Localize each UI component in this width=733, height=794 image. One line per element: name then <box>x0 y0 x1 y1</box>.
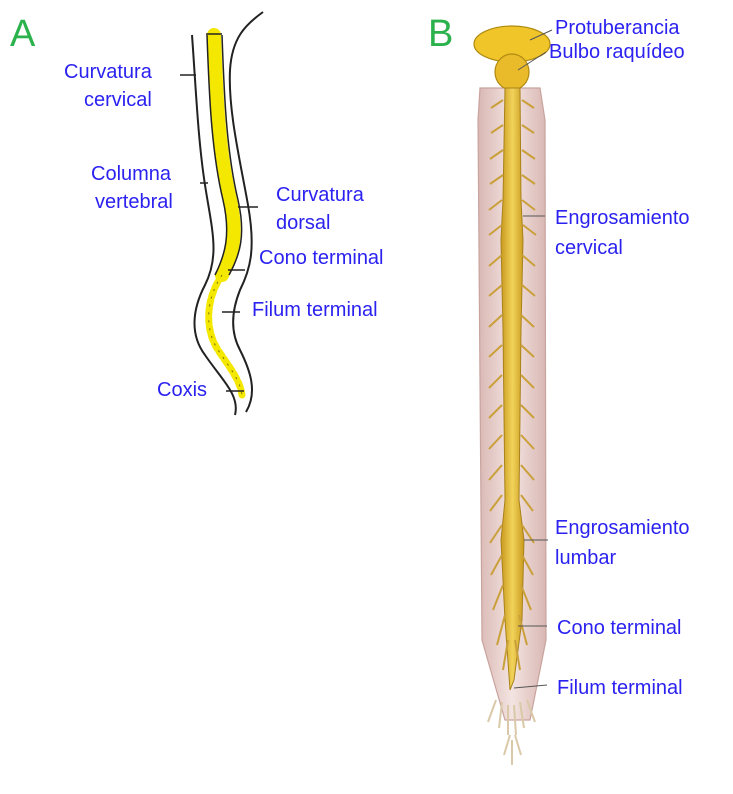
label-filum-terminal-a: Filum terminal <box>252 298 378 322</box>
label-curvatura-cervical-line1: Curvatura <box>64 60 152 84</box>
label-curvatura-dorsal-line2: dorsal <box>276 211 330 235</box>
label-engrosamiento-cervical-line1: Engrosamiento <box>555 206 690 230</box>
label-filum-terminal-b: Filum terminal <box>557 676 683 700</box>
label-bulbo-raquideo: Bulbo raquídeo <box>549 40 685 64</box>
spinal-cord-b <box>501 88 524 690</box>
label-curvatura-cervical-line2: cervical <box>84 88 152 112</box>
bulbo-shape <box>495 54 529 90</box>
label-coxis: Coxis <box>157 378 207 402</box>
label-engrosamiento-lumbar-line1: Engrosamiento <box>555 516 690 540</box>
label-engrosamiento-cervical-line2: cervical <box>555 236 623 260</box>
panel-b-diagram <box>474 26 552 765</box>
label-columna-vertebral-line1: Columna <box>91 162 171 186</box>
filum-terminal-a <box>209 275 242 395</box>
panel-b-letter: B <box>428 14 453 54</box>
panel-a-diagram <box>180 12 263 415</box>
label-cono-terminal-a: Cono terminal <box>259 246 384 270</box>
panel-a-letter: A <box>10 14 35 54</box>
label-engrosamiento-lumbar-line2: lumbar <box>555 546 616 570</box>
label-protuberancia: Protuberancia <box>555 16 680 40</box>
label-curvatura-dorsal-line1: Curvatura <box>276 183 364 207</box>
label-columna-vertebral-line2: vertebral <box>95 190 173 214</box>
label-cono-terminal-b: Cono terminal <box>557 616 682 640</box>
